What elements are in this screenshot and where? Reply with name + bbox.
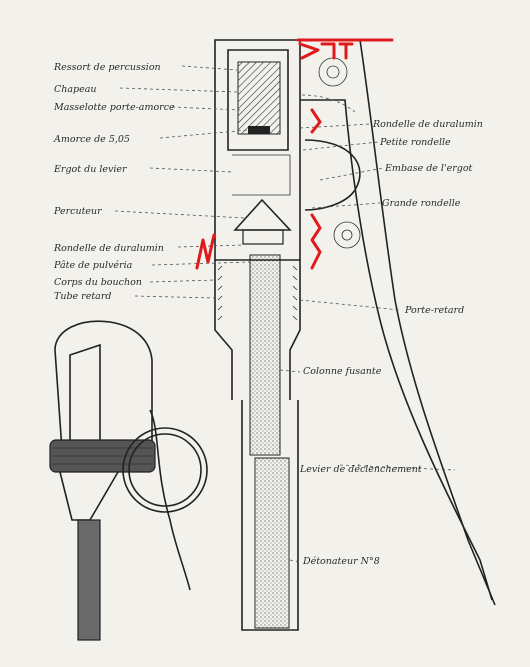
label-fuse-column: Colonne fusante [303,366,382,377]
label-delay-holder: Porte-retard [404,305,464,316]
label-large-washer: Grande rondelle [382,198,461,209]
delay-column [249,254,281,456]
release-lever [300,39,496,606]
percussion-spring [237,61,281,135]
labels-right: Rondelle de duralumin Petite rondelle Em… [299,119,483,567]
fuse-body [214,39,301,631]
primer [248,126,270,134]
detonator [254,457,290,629]
label-release-lever: Levier de déclenchement [299,464,422,475]
red-annotations [195,38,394,270]
label-lever-lug: Ergot du levier [53,164,128,175]
label-duralumin-washer-right: Rondelle de duralumin [372,119,483,130]
grenade-perspective [49,320,208,641]
label-small-washer: Petite rondelle [379,137,451,148]
label-striker: Percuteur [53,206,103,217]
label-cap: Chapeau [54,84,97,95]
label-plug-body: Corps du bouchon [54,277,142,288]
label-duralumin-washer-left: Rondelle de duralumin [53,243,164,254]
leader-lines-left [114,65,251,299]
label-detonator: Détonateur N°8 [302,556,380,567]
label-primer-holder: Masselotte porte-amorce [53,102,175,113]
label-pulveria-paste: Pâte de pulvéria [53,260,133,271]
label-primer: Amorce de 5,05 [53,134,130,145]
label-percussion-spring: Ressort de percussion [53,62,161,73]
leader-lines-right [279,123,456,563]
labels-left: Ressort de percussion Chapeau Masselotte… [53,62,175,302]
label-delay-tube: Tube retard [54,291,111,302]
striker [233,198,292,231]
label-lug-base: Embase de l'ergot [384,163,473,174]
